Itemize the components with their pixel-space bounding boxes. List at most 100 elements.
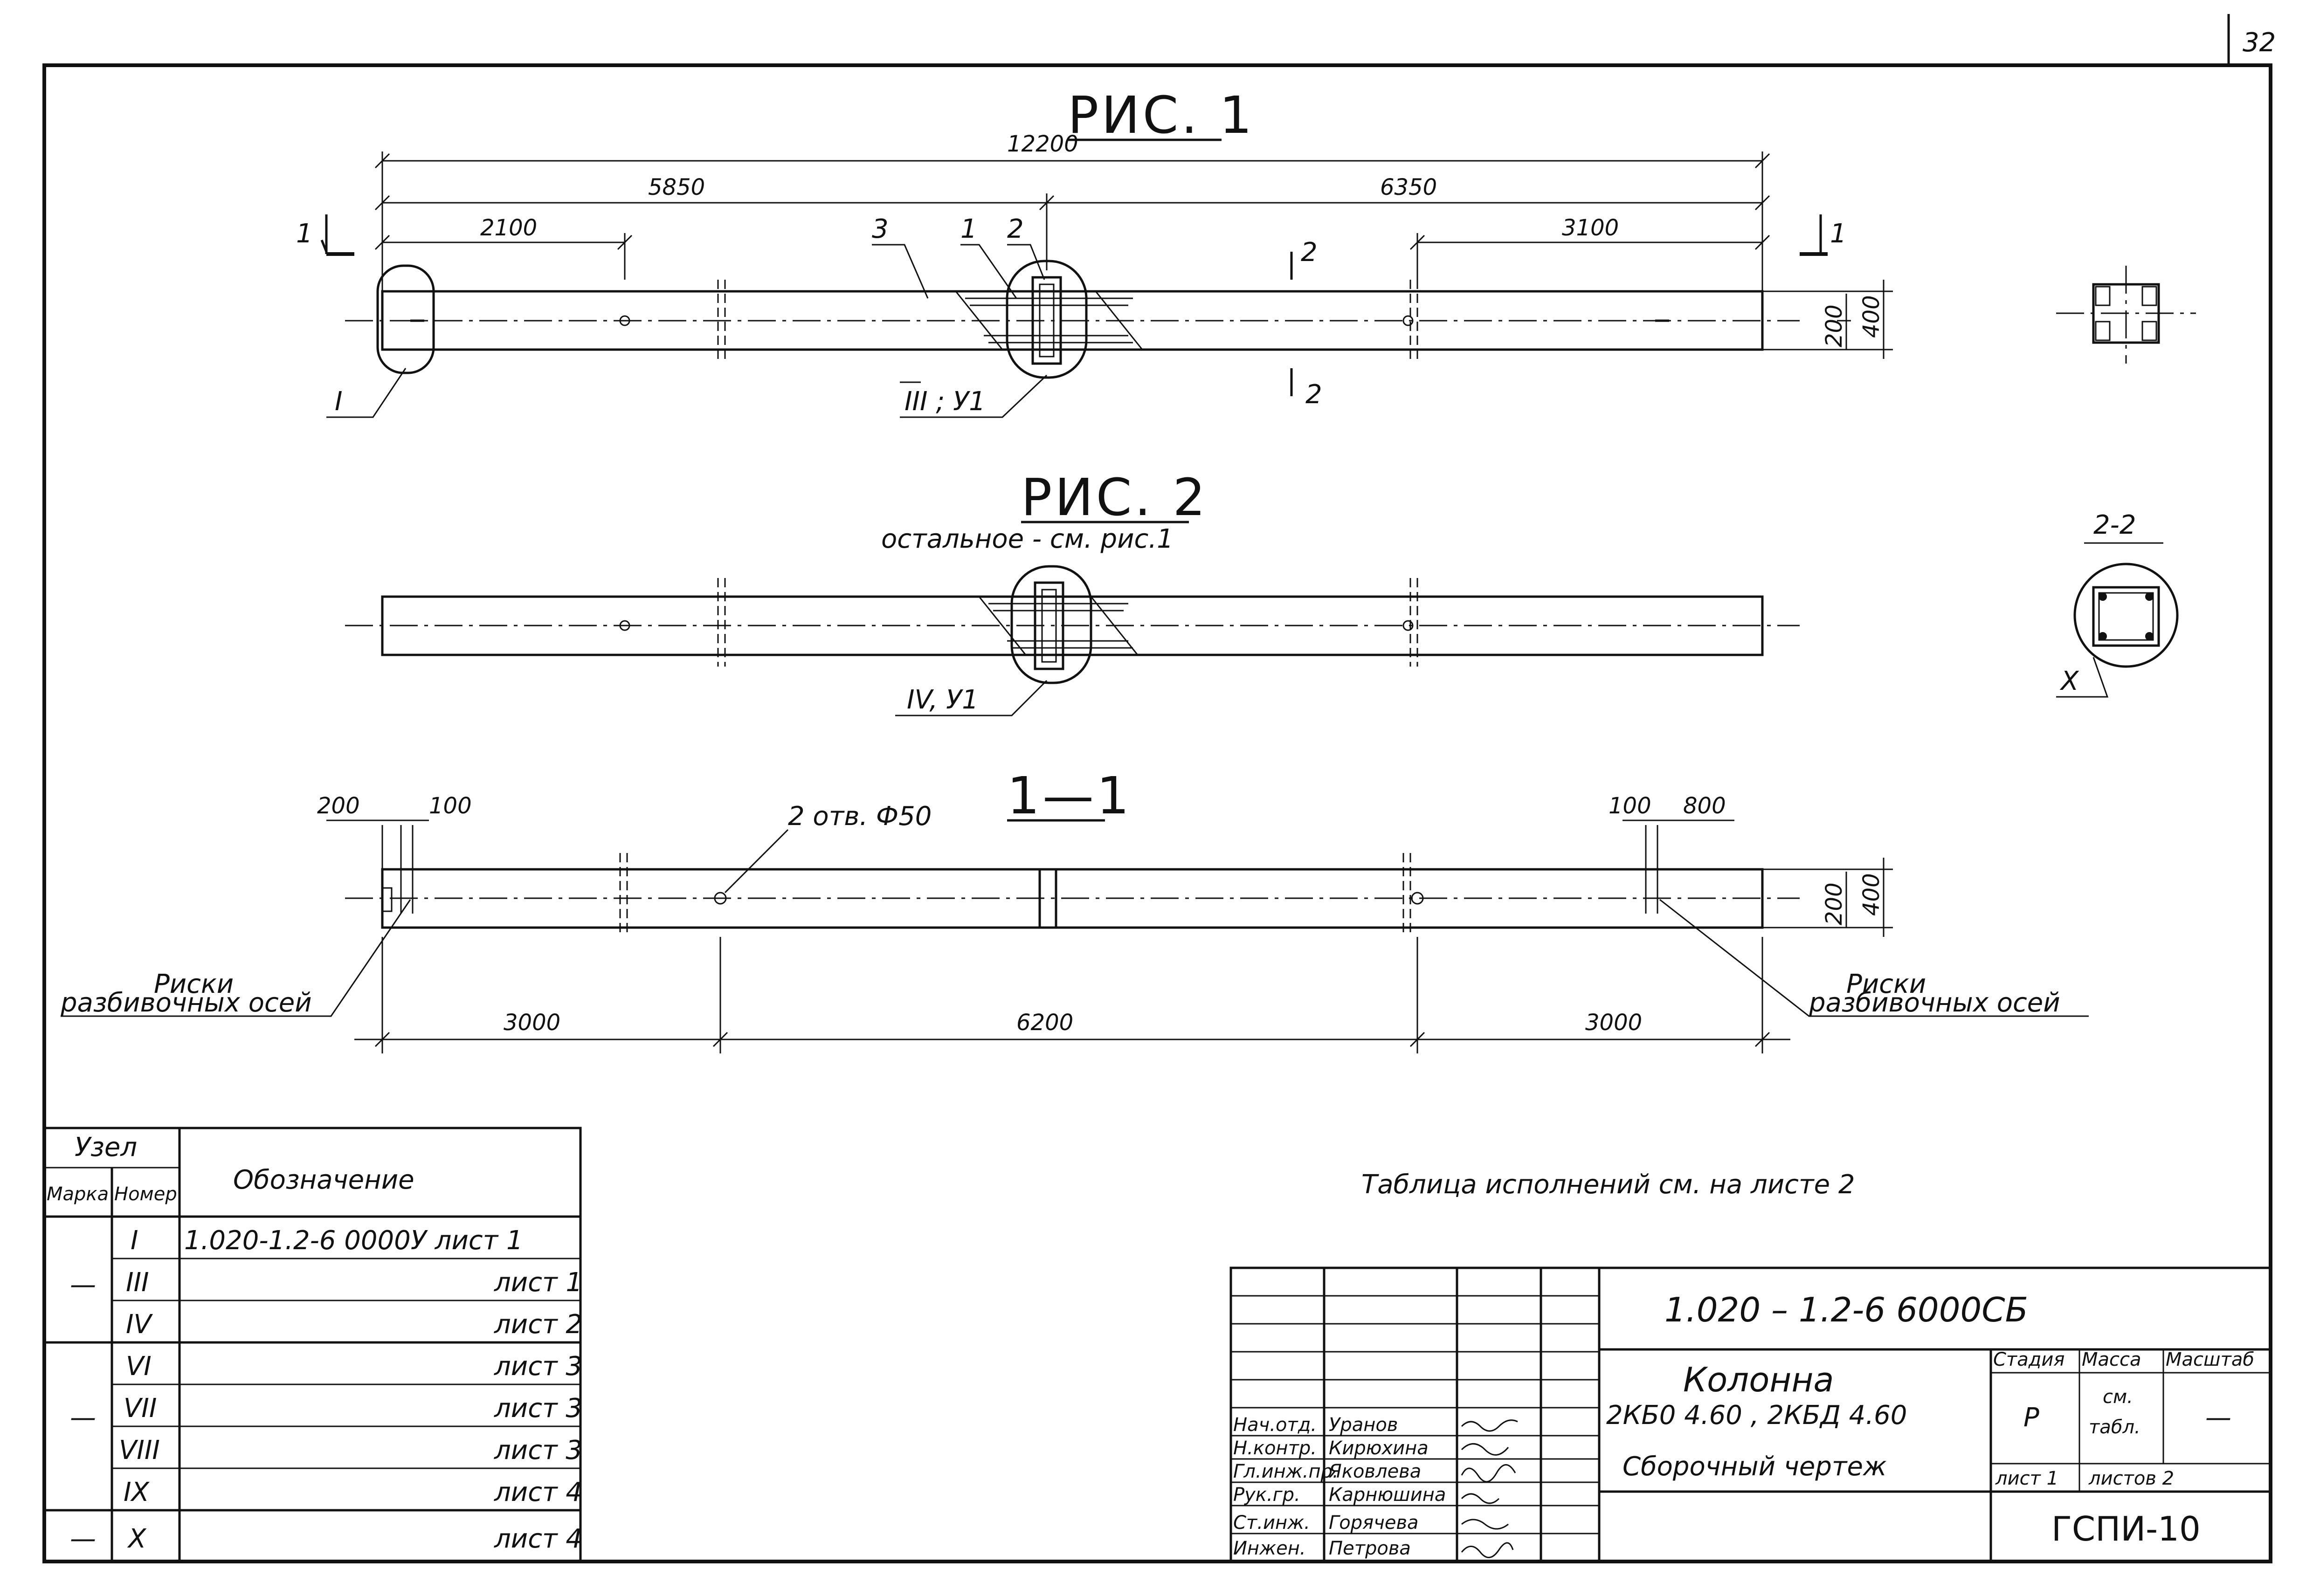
fig1-dim-left: 5850 <box>648 174 705 200</box>
sheet-number: 32 <box>2243 28 2276 58</box>
table-row-designation: лист 4 <box>494 1524 582 1554</box>
section-1-1-dim-3000-left: 3000 <box>504 1010 560 1036</box>
fig1-height-dims <box>1753 280 1893 359</box>
title-block-name-2: 2КБ0 4.60 , 2КБД 4.60 <box>1606 1400 1907 1431</box>
section-1-1-dim-100-left: 100 <box>429 793 472 819</box>
title-block-stage-header: Стадия <box>1993 1349 2064 1370</box>
fig1-dimensions <box>374 151 1770 298</box>
fig1-section-label-right: 1 <box>1830 219 1847 249</box>
title-block-stage: Р <box>2023 1403 2039 1433</box>
section-2-2-node-label: X <box>2059 666 2079 696</box>
signature-scribbles <box>1461 1419 1518 1558</box>
section-1-1-hole-left <box>714 892 727 905</box>
title-block-mass-header: Масса <box>2082 1349 2141 1370</box>
section-1-1-note-left-1: Риски <box>154 969 234 999</box>
table-row-mark: — <box>70 1403 96 1433</box>
title-block-sheets: листов 2 <box>2088 1468 2174 1489</box>
fig1-callout-1-leader <box>960 244 1017 299</box>
fig1-title: РИС. 1 <box>1068 85 1255 145</box>
staff-name: Уранов <box>1329 1414 1398 1436</box>
staff-role: Нач.отд. <box>1233 1414 1317 1436</box>
fig1-callout-1: 1 <box>960 214 977 244</box>
section-2-2-title: 2-2 <box>2093 510 2136 540</box>
section-1-1-bottom-dims <box>354 937 1790 1053</box>
fig1-dim-right: 6350 <box>1380 174 1437 200</box>
table-row-mark: — <box>70 1270 96 1300</box>
fig1-section-label-left: 1 <box>296 219 313 249</box>
section-1-1-dim-6200: 6200 <box>1016 1010 1073 1036</box>
table-row-mark: — <box>70 1524 96 1554</box>
title-block-scale-header: Масштаб <box>2166 1349 2254 1370</box>
section-1-1-note-left-2: разбивочных осей <box>60 988 312 1018</box>
section-1-1-title: 1—1 <box>1007 766 1132 826</box>
table-row-designation: лист 4 <box>494 1477 582 1507</box>
section-2-2-drawing <box>2073 563 2179 668</box>
staff-name: Кирюхина <box>1329 1438 1429 1459</box>
staff-name: Горячева <box>1329 1512 1419 1534</box>
section-1-1-dim-200: 200 <box>317 793 360 819</box>
node-table-header-designation: Обозначение <box>233 1165 414 1195</box>
section-1-1-top-dims <box>326 819 1734 914</box>
section-1-1-note-right-leader <box>1659 899 2089 1017</box>
staff-role: Инжен. <box>1233 1538 1306 1559</box>
section-1-1-height-dims <box>1753 858 1893 937</box>
section-1-1-note-left-leader <box>61 899 411 1017</box>
fig1-dim-height-400: 400 <box>1858 295 1885 338</box>
table-row-number: IX <box>124 1477 150 1507</box>
table-row-number: VI <box>126 1351 152 1382</box>
fig2-subtitle: остальное - см. рис.1 <box>881 524 1174 554</box>
fig2-break-marks <box>717 578 1418 667</box>
staff-role: Гл.инж.пр. <box>1233 1461 1339 1482</box>
table-row-designation: 1.020-1.2-6 0000У лист 1 <box>184 1225 523 1256</box>
fig2-title: РИС. 2 <box>1021 468 1208 527</box>
section-1-1-note-right-1: Риски <box>1846 969 1926 999</box>
section-1-1-hole-leader <box>724 829 789 894</box>
fig1-dim-right-inner: 3100 <box>1562 215 1619 241</box>
staff-role: Ст.инж. <box>1233 1512 1310 1534</box>
table-row-number: III <box>126 1267 149 1298</box>
fig2-node-IV-leader <box>895 680 1048 716</box>
fig1-callout-2-leader <box>1007 244 1045 280</box>
table-row-number: I <box>131 1225 138 1256</box>
staff-role: Рук.гр. <box>1233 1484 1300 1506</box>
fig1-hole-right <box>1402 315 1414 326</box>
sheet-frame <box>42 63 2272 1563</box>
fig2-joint-detail <box>977 565 1139 684</box>
table-row-number: IV <box>126 1309 153 1340</box>
staff-name: Петрова <box>1329 1538 1411 1559</box>
title-block-sheet: лист 1 <box>1995 1468 2058 1489</box>
section-1-1-end-plate <box>381 887 393 912</box>
table-row-designation: лист 3 <box>494 1351 582 1382</box>
executions-note: Таблица исполнений см. на листе 2 <box>1361 1169 1855 1200</box>
table-row-designation: лист 1 <box>494 1267 582 1298</box>
node-table-grid <box>43 1127 582 1563</box>
section-1-1-break-marks <box>619 853 1411 937</box>
node-table-header-mark: Марка <box>47 1183 109 1205</box>
section-1-1-hole-right <box>1411 892 1424 905</box>
table-row-designation: лист 3 <box>494 1435 582 1465</box>
fig1-section-mark-right <box>1800 214 1828 256</box>
fig2-hole-left <box>619 620 630 631</box>
title-block-name-1: Колонна <box>1683 1360 1834 1399</box>
node-table-header-node: Узел <box>75 1132 137 1163</box>
section-1-1-dim-100-right: 100 <box>1609 793 1651 819</box>
staff-role: Н.контр. <box>1233 1438 1317 1459</box>
title-block-mass-2: табл. <box>2089 1417 2140 1438</box>
cross-section-top <box>2056 266 2196 364</box>
fig1-section-mark-left <box>320 214 354 256</box>
fig1-break-marks <box>717 280 1418 364</box>
fig1-joint-detail <box>954 260 1144 379</box>
fig1-node-III-leader <box>900 374 1048 418</box>
section-1-1-dim-800: 800 <box>1683 793 1726 819</box>
title-block-doc-type: Сборочный чертеж <box>1623 1452 1886 1482</box>
table-row-number: VII <box>124 1393 157 1424</box>
section-1-1-note-right-2: разбивочных осей <box>1809 988 2060 1018</box>
fig1-node-I-leader <box>326 368 407 418</box>
section-1-1-dim-3000-right: 3000 <box>1585 1010 1642 1036</box>
fig1-node-I-label: I <box>335 386 343 417</box>
fig1-node-I-outline <box>376 264 435 374</box>
table-row-designation: лист 2 <box>494 1309 582 1340</box>
title-block-scale: — <box>2205 1403 2231 1433</box>
staff-name: Карнюшина <box>1329 1484 1446 1506</box>
